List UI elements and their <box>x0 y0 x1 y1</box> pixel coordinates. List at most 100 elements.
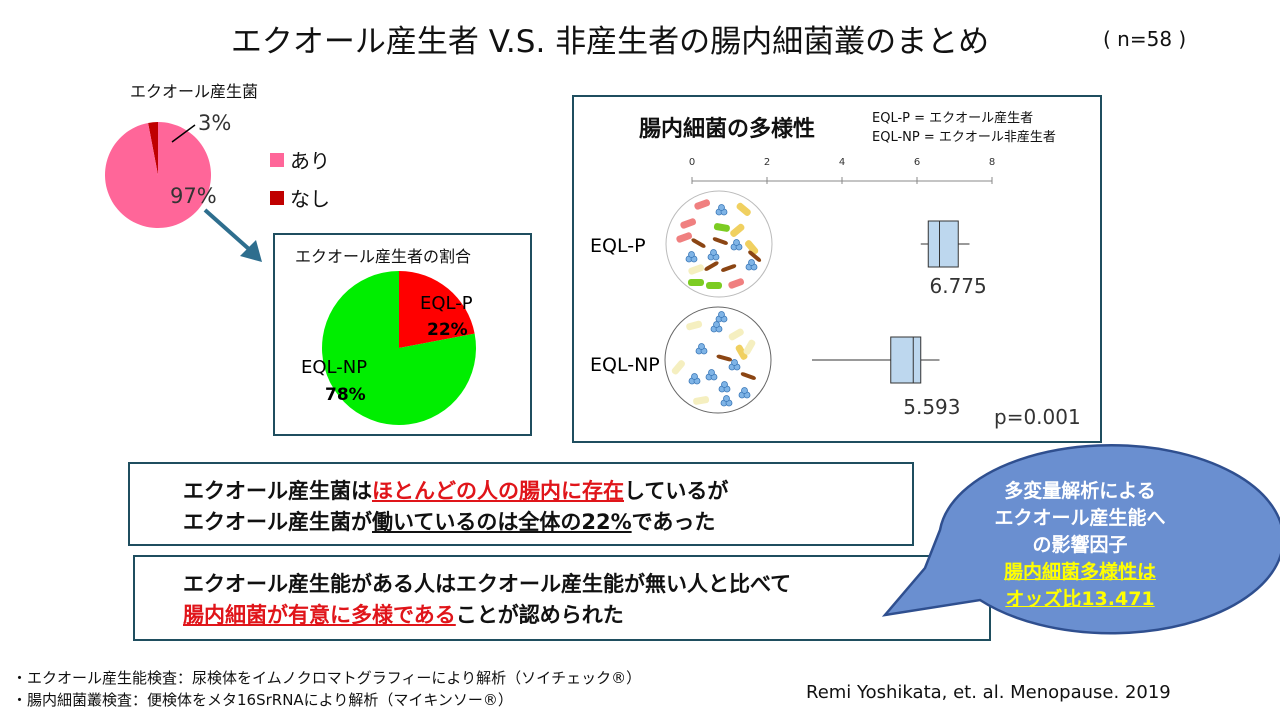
highlight-text: ほとんどの人の腸内に存在 <box>372 479 624 503</box>
cocci-icon <box>718 311 725 318</box>
cocci-icon <box>688 251 695 258</box>
cocci-icon <box>721 381 728 388</box>
bacillus-icon <box>688 279 704 286</box>
summary-box-2: エクオール産生能がある人はエクオール産生能が無い人と比べて 腸内細菌が有意に多様… <box>133 555 991 641</box>
box-EQL-NP <box>890 336 922 384</box>
pie2-title: エクオール産生者の割合 <box>295 247 472 266</box>
cocci-icon <box>713 321 720 328</box>
pie2-value-np: 78% <box>325 385 366 405</box>
pies-svg: 3% 97% <box>105 111 262 262</box>
legend-nashi: なし <box>290 187 330 211</box>
bacillus-icon <box>693 396 710 405</box>
text: ことが認められた <box>455 603 624 627</box>
text: であった <box>631 510 716 534</box>
bacillus-icon <box>716 354 733 362</box>
cocci-icon <box>708 369 715 376</box>
legend-ari: あり <box>290 149 330 173</box>
pie-slice-EQL-P <box>399 271 475 348</box>
bacillus-icon <box>704 261 719 271</box>
summary2-line1: エクオール産生能がある人はエクオール産生能が無い人と比べて <box>183 572 792 596</box>
bubble-line: エクオール産生能へ <box>994 507 1166 529</box>
diversity-panel: 腸内細菌の多様性 EQL-P = エクオール産生者 EQL-NP = エクオール… <box>572 95 1102 443</box>
summary1-line2: エクオール産生菌が働いているのは全体の22%であった <box>183 507 912 538</box>
bacillus-icon <box>713 223 730 232</box>
row-label-eql-p: EQL-P <box>590 235 646 257</box>
bacillus-icon <box>694 199 711 210</box>
bacillus-icon <box>706 282 722 289</box>
pie2-label-np: EQL-NP <box>301 357 367 378</box>
cocci-icon <box>723 395 730 402</box>
pie2-value-p: 22% <box>427 320 468 340</box>
cocci-icon <box>733 239 740 246</box>
bacillus-icon <box>736 202 751 216</box>
bacillus-icon <box>735 344 748 360</box>
cocci-icon <box>731 359 738 366</box>
bacillus-icon <box>748 250 762 262</box>
legend-eql-np: EQL-NP = エクオール非産生者 <box>872 130 1056 145</box>
slide-title-text: エクオール産生者 V.S. 非産生者の腸内細菌叢のまとめ <box>230 24 990 60</box>
pie2-chart <box>322 271 476 425</box>
bubble-line: の影響因子 <box>1032 534 1128 556</box>
text: エクオール産生菌が <box>183 510 372 534</box>
bacillus-icon <box>740 372 756 380</box>
bacillus-icon <box>688 264 705 275</box>
x-tick-label: 8 <box>989 157 995 168</box>
bacillus-icon <box>676 232 693 243</box>
cocci-icon <box>710 249 717 256</box>
cocci-icon <box>718 204 725 211</box>
arrow-head-icon <box>240 240 262 262</box>
bacillus-icon <box>671 360 685 375</box>
summary-box-1: エクオール産生菌はほとんどの人の腸内に存在しているが エクオール産生菌が働いてい… <box>128 462 914 546</box>
producer-ratio-panel: エクオール産生者の割合 EQL-P 22% EQL-NP 78% <box>273 233 532 436</box>
pie1-label: エクオール産生菌 <box>130 82 259 101</box>
bacillus-icon <box>745 240 759 255</box>
bacteria-illustration-np <box>664 306 772 414</box>
pie-slice-EQL-NP <box>322 271 476 425</box>
text: エクオール産生菌は <box>183 479 372 503</box>
x-tick-label: 6 <box>914 157 920 168</box>
pie1-chart <box>105 122 212 229</box>
footnote-1: ・エクオール産生能検査：尿検体をイムノクロマトグラフィーにより解析（ソイチェック… <box>12 669 642 687</box>
bacillus-icon <box>730 223 745 237</box>
cocci-icon <box>691 373 698 380</box>
bacillus-icon <box>680 218 697 229</box>
bubble-highlight: オッズ比13.471 <box>1005 588 1155 610</box>
bacillus-icon <box>728 278 745 289</box>
bubble-highlight: 腸内細菌多様性は <box>1003 561 1156 583</box>
highlight-text: 腸内細菌が有意に多様である <box>183 603 456 627</box>
pie1-label-nashi: 3% <box>198 111 231 135</box>
pie-slice-あり <box>105 122 212 229</box>
bacteria-illustration-p <box>665 190 773 298</box>
row-label-eql-np: EQL-NP <box>590 354 660 376</box>
slide-title: エクオール産生者 V.S. 非産生者の腸内細菌叢のまとめ <box>0 16 1280 61</box>
chart-legend: EQL-P = エクオール産生者 EQL-NP = エクオール非産生者 <box>872 109 1056 147</box>
p-value: p=0.001 <box>994 405 1081 429</box>
median-value-label: 5.593 <box>903 395 960 419</box>
summary1-line1: エクオール産生菌はほとんどの人の腸内に存在しているが <box>183 476 912 507</box>
footnote-2: ・腸内細菌叢検査：便検体をメタ16SrRNAにより解析（マイキンソー®） <box>12 691 513 709</box>
legend-eql-p: EQL-P = エクオール産生者 <box>872 111 1034 126</box>
bacillus-icon <box>743 339 756 355</box>
speech-bubble <box>881 443 1280 635</box>
underlined-text: 働いているのは全体の22% <box>372 510 632 534</box>
legend-swatch-ari <box>270 153 284 167</box>
pie1-leader-line <box>171 124 196 143</box>
bacillus-icon <box>721 264 737 272</box>
cocci-icon <box>698 343 705 350</box>
cocci-icon <box>748 259 755 266</box>
text: しているが <box>624 479 729 503</box>
x-tick-label: 2 <box>764 157 770 168</box>
pie-slice-なし <box>148 122 158 175</box>
x-tick-label: 0 <box>689 157 695 168</box>
median-value-label: 6.775 <box>930 274 987 298</box>
citation: Remi Yoshikata, et. al. Menopause. 2019 <box>806 682 1171 703</box>
cocci-icon <box>741 387 748 394</box>
bacillus-icon <box>712 237 728 245</box>
pie1-label-ari: 97% <box>170 184 217 208</box>
box-EQL-P <box>927 220 959 268</box>
legend-swatch-nashi <box>270 191 284 205</box>
bacillus-icon <box>686 320 703 331</box>
bubble-line: 多変量解析による <box>1004 480 1156 502</box>
arrow-line <box>203 208 252 252</box>
